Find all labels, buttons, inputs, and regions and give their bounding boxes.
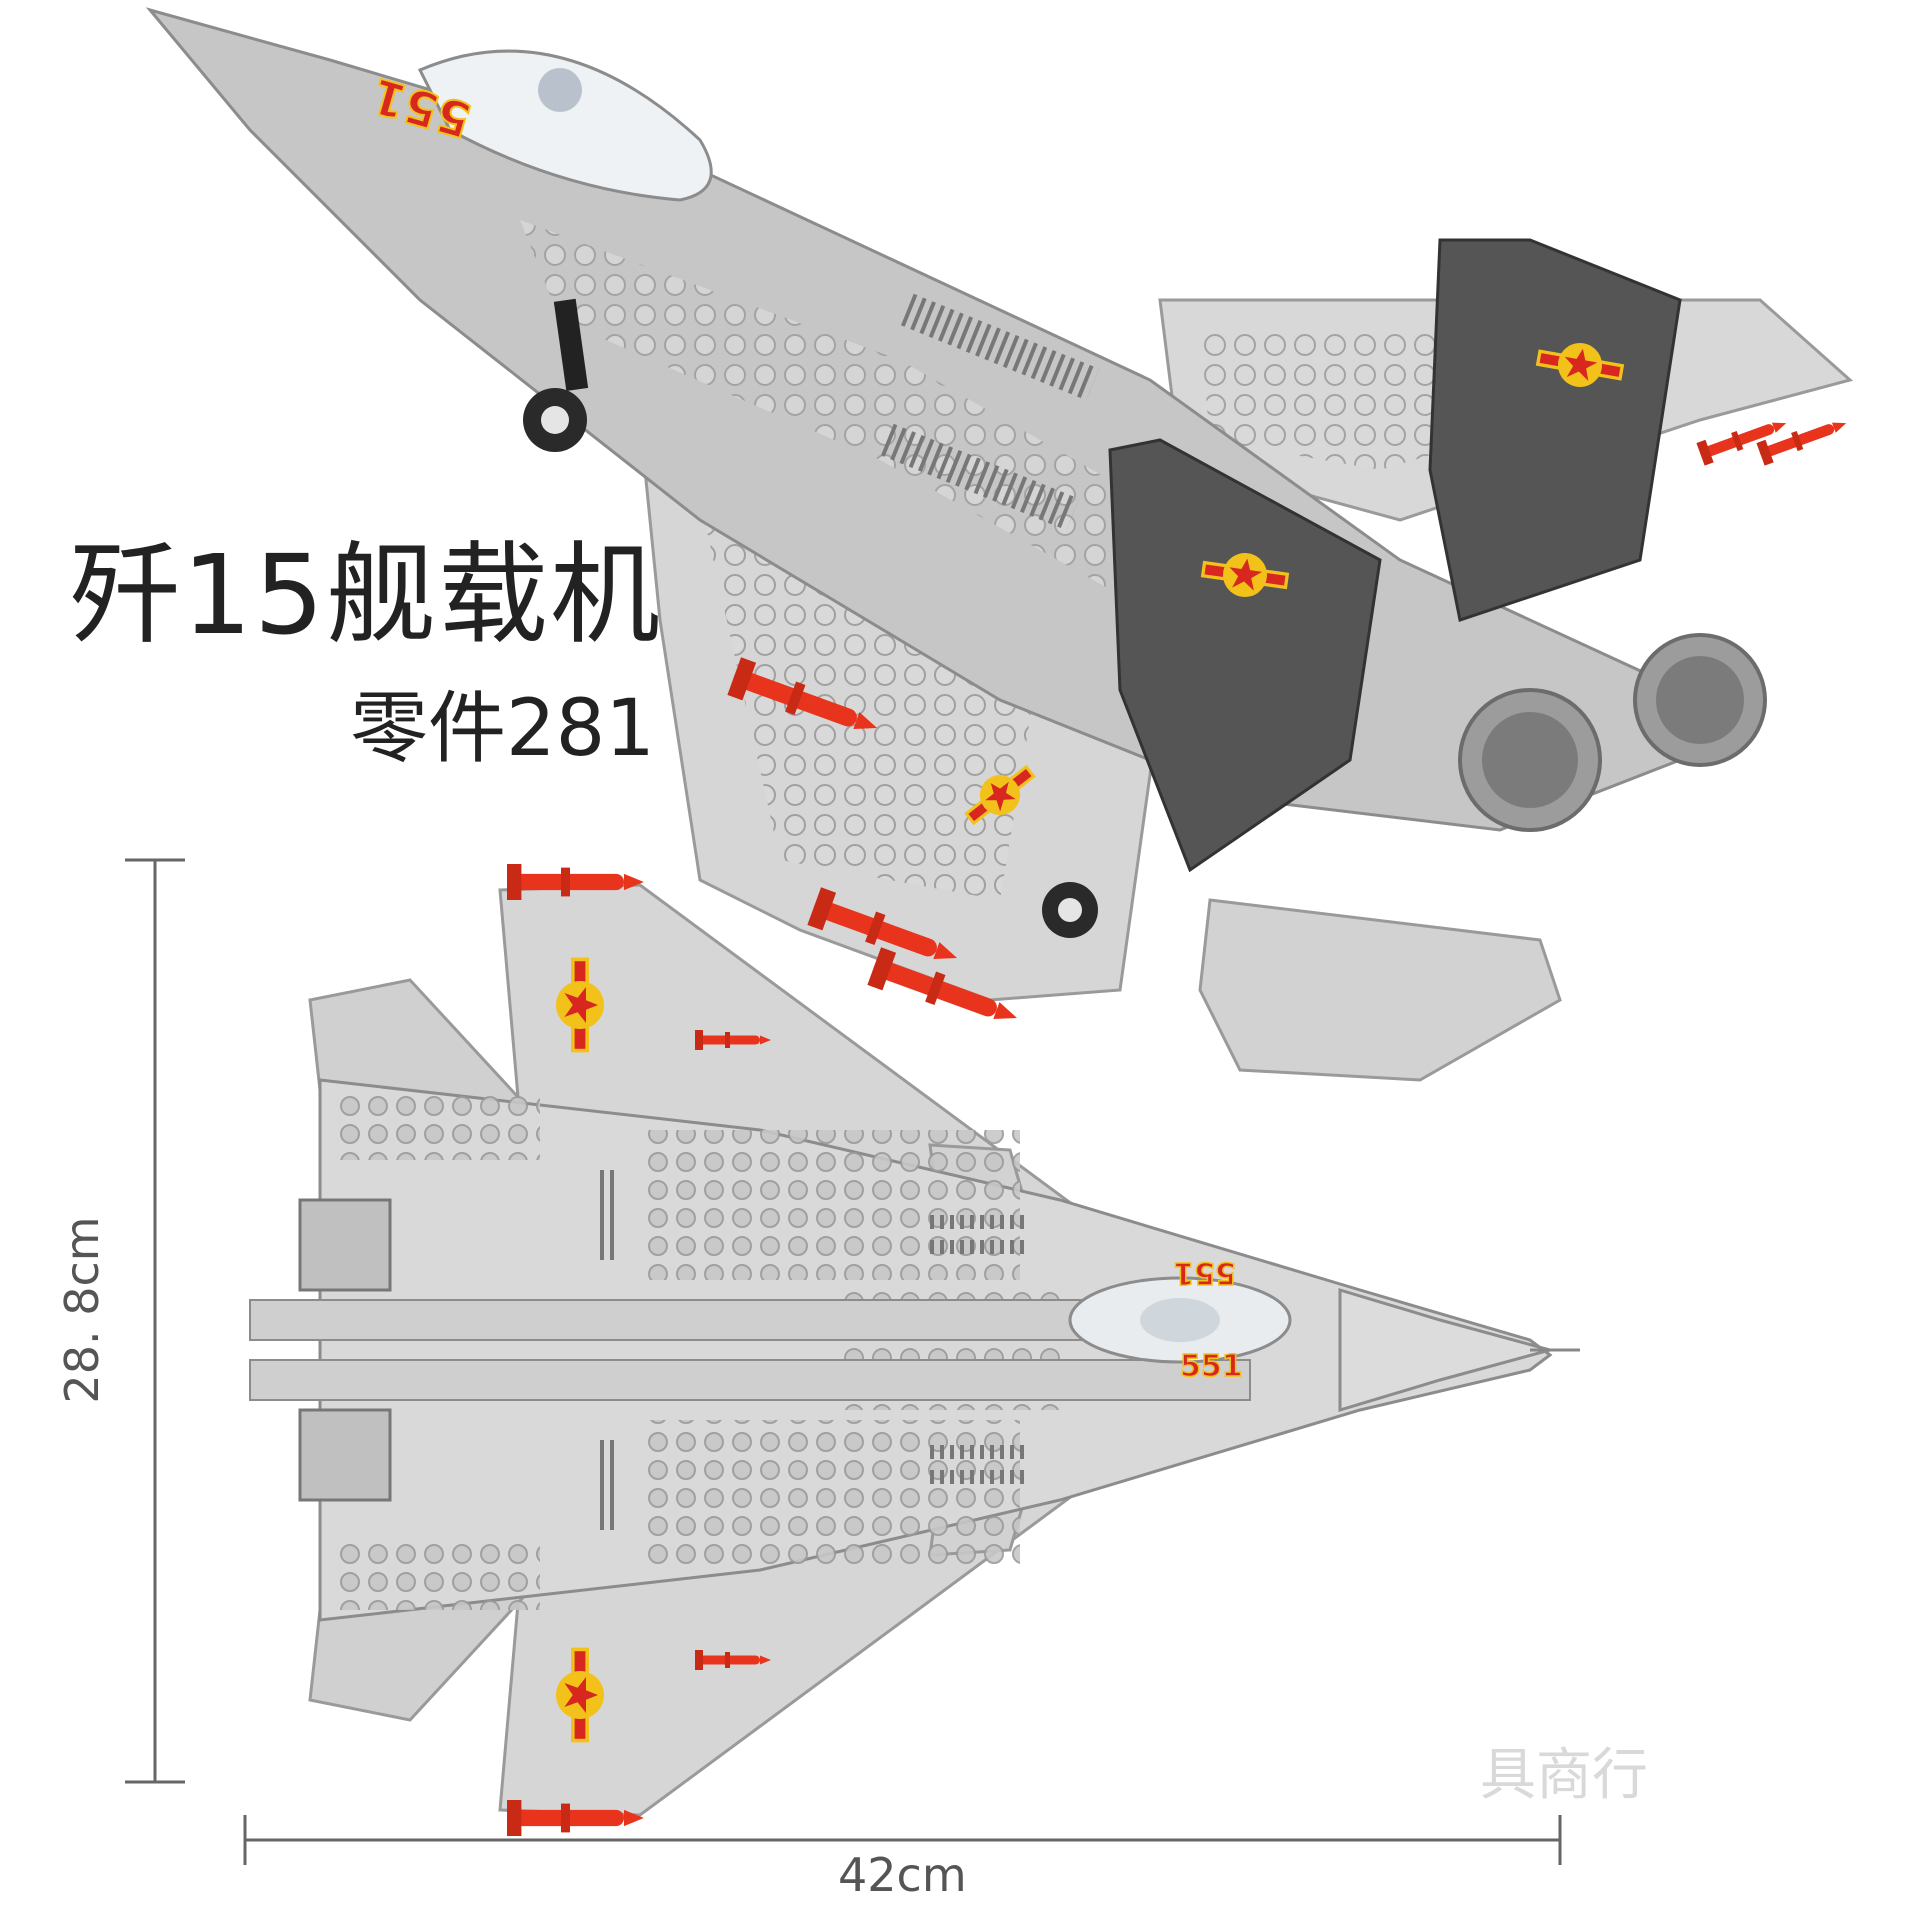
parts-count: 零件281 xyxy=(350,684,655,774)
watermark: 具商行 xyxy=(1480,1743,1648,1808)
tail-number-top-upper: 551 xyxy=(1173,1255,1236,1290)
product-title: 歼15舰载机 xyxy=(70,531,662,659)
top-down-aircraft-view: 551 551 xyxy=(249,864,1580,1836)
dimension-lines xyxy=(125,858,1562,1865)
tail-number-top-lower: 551 xyxy=(1180,1349,1243,1384)
height-dimension-label: 28. 8cm xyxy=(55,1216,109,1404)
angled-aircraft-view: 551 xyxy=(145,7,1854,1082)
width-dimension-label: 42cm xyxy=(838,1848,967,1902)
